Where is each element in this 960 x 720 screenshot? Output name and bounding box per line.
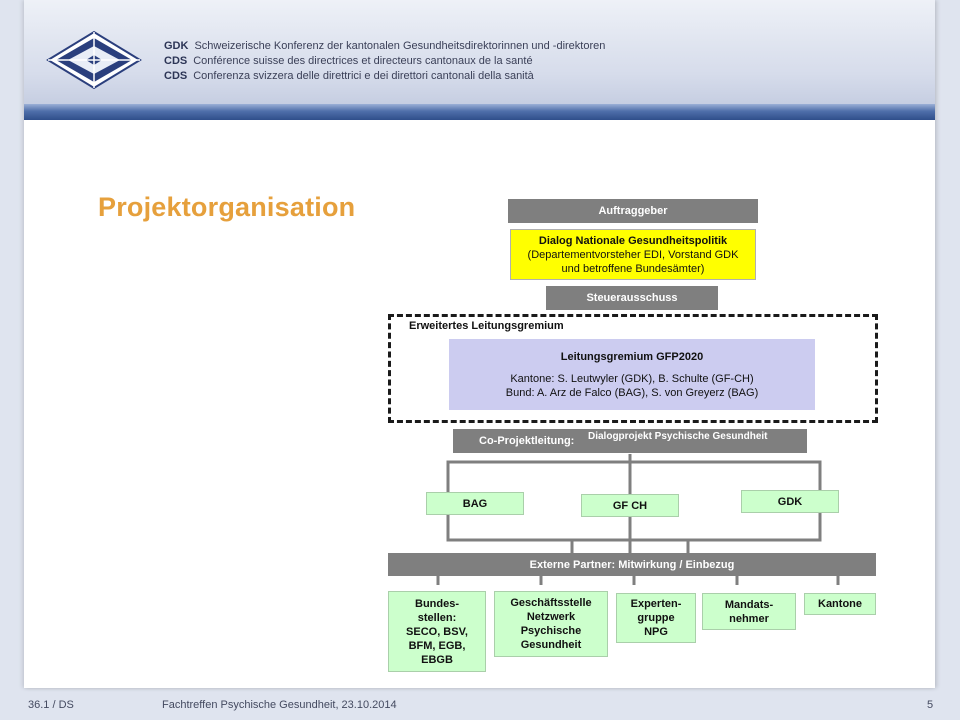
leitungsgremium-box: Leitungsgremium GFP2020 Kantone: S. Leut… xyxy=(449,339,815,410)
header-divider-band xyxy=(24,104,935,120)
externe-partner-box: Externe Partner: Mitwirkung / Einbezug xyxy=(388,553,876,576)
dialog-line-1: Dialog Nationale Gesundheitspolitik xyxy=(538,234,728,247)
dialogprojekt-label: Dialogprojekt Psychische Gesundheit xyxy=(588,431,768,442)
erweitertes-leitungsgremium-label: Erweitertes Leitungsgremium xyxy=(409,320,564,332)
gdk-box: GDK xyxy=(741,490,839,513)
co-projektleitung-label: Co-Projektleitung: xyxy=(479,435,575,447)
footer-slide-id: 36.1 / DS xyxy=(28,699,74,711)
leitungsgremium-bund: Bund: A. Arz de Falco (BAG), S. von Grey… xyxy=(505,386,759,399)
erweitertes-leitungsgremium-frame xyxy=(388,314,878,423)
geschaeftsstelle-box: Geschäftsstelle Netzwerk Psychische Gesu… xyxy=(494,591,608,657)
gdk-logo-icon xyxy=(46,30,142,90)
footer-event-title: Fachtreffen Psychische Gesundheit, 23.10… xyxy=(162,699,397,711)
bundesstellen-box: Bundes- stellen: SECO, BSV, BFM, EGB, EB… xyxy=(388,591,486,672)
co-projektleitung-box: Co-Projektleitung: xyxy=(453,429,807,453)
footer-page-number: 5 xyxy=(927,699,934,711)
leitungsgremium-kantone: Kantone: S. Leutwyler (GDK), B. Schulte … xyxy=(510,372,754,385)
kantone-box: Kantone xyxy=(804,593,876,615)
slide-title: Projektorganisation xyxy=(98,192,356,222)
steuerausschuss-box: Steuerausschuss xyxy=(546,286,718,310)
bag-box: BAG xyxy=(426,492,524,515)
mandatsnehmer-box: Mandats- nehmer xyxy=(702,593,796,630)
gfch-box: GF CH xyxy=(581,494,679,517)
dialog-line-2: (Departementvorsteher EDI, Vorstand GDK xyxy=(527,248,739,261)
dialog-nationale-gesundheitspolitik-box: Dialog Nationale Gesundheitspolitik (Dep… xyxy=(510,229,756,280)
expertengruppe-box: Experten- gruppe NPG xyxy=(616,593,696,643)
leitungsgremium-title: Leitungsgremium GFP2020 xyxy=(560,350,704,363)
auftraggeber-box: Auftraggeber xyxy=(508,199,758,223)
dialog-line-3: und betroffene Bundesämter) xyxy=(561,262,705,275)
org-chart-connectors xyxy=(436,454,840,585)
